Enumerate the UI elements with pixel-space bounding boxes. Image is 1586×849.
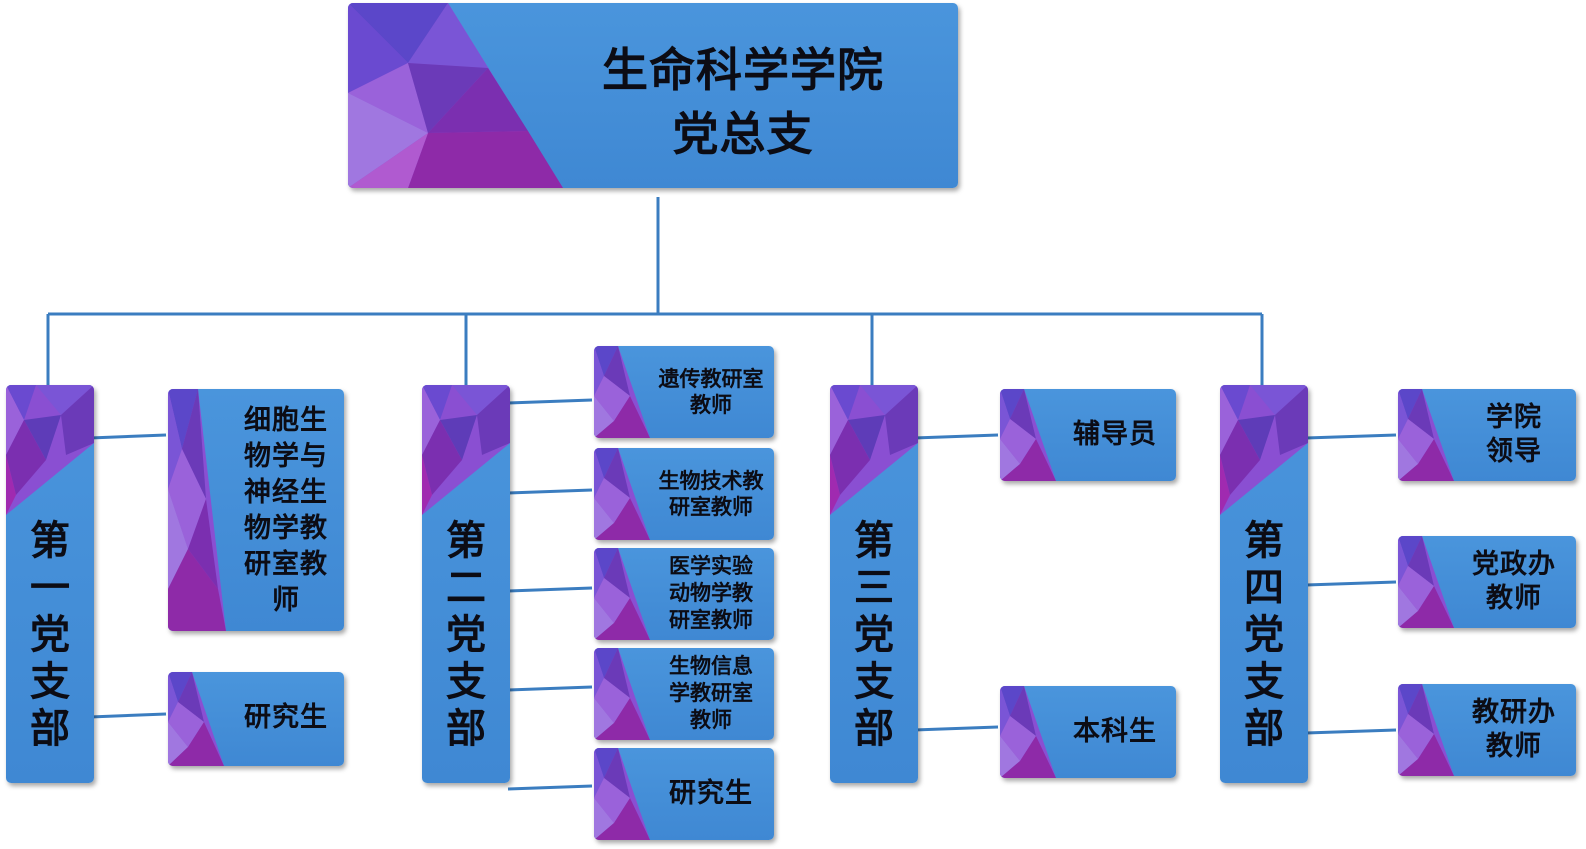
child-1-2[interactable]: 研究生 xyxy=(168,672,344,766)
child-4-2[interactable]: 党政办 教师 xyxy=(1398,536,1576,628)
polygon-decoration xyxy=(1398,389,1454,481)
polygon-decoration xyxy=(348,3,563,188)
child-1-2-label: 研究生 xyxy=(244,702,328,733)
branch-2-label: 第 二 党 支 部 xyxy=(446,518,486,752)
child-3-2[interactable]: 本科生 xyxy=(1000,686,1176,778)
polygon-decoration xyxy=(594,448,650,540)
polygon-decoration xyxy=(1000,686,1056,778)
polygon-decoration xyxy=(422,385,510,515)
child-1-1-label: 细胞生 物学与 神经生 物学教 研室教 师 xyxy=(244,405,328,616)
child-4-2-label: 党政办 教师 xyxy=(1472,549,1556,614)
polygon-decoration xyxy=(830,385,918,515)
polygon-decoration xyxy=(168,672,224,766)
branch-4-node[interactable]: 第 四 党 支 部 xyxy=(1220,385,1308,783)
child-2-5-label: 研究生 xyxy=(669,778,753,809)
branch-1-node[interactable]: 第 一 党 支 部 xyxy=(6,385,94,783)
branch-3-label: 第 三 党 支 部 xyxy=(854,518,894,752)
child-3-1-label: 辅导员 xyxy=(1073,419,1157,450)
child-2-1-label: 遗传教研室 教师 xyxy=(658,367,764,417)
child-3-1[interactable]: 辅导员 xyxy=(1000,389,1176,481)
child-2-4[interactable]: 生物信息 学教研室 教师 xyxy=(594,648,774,740)
child-1-1[interactable]: 细胞生 物学与 神经生 物学教 研室教 师 xyxy=(168,389,344,631)
polygon-decoration xyxy=(1398,684,1454,776)
child-2-3[interactable]: 医学实验 动物学教 研室教师 xyxy=(594,548,774,640)
polygon-decoration xyxy=(594,748,650,840)
polygon-decoration xyxy=(168,389,226,631)
branch-1-label: 第 一 党 支 部 xyxy=(30,518,70,752)
polygon-decoration xyxy=(594,548,650,640)
child-2-2-label: 生物技术教 研室教师 xyxy=(658,469,764,519)
polygon-decoration xyxy=(1220,385,1308,515)
child-3-2-label: 本科生 xyxy=(1073,716,1157,747)
child-2-4-label: 生物信息 学教研室 教师 xyxy=(669,654,753,732)
polygon-decoration xyxy=(6,385,94,515)
branch-3-node[interactable]: 第 三 党 支 部 xyxy=(830,385,918,783)
polygon-decoration xyxy=(594,346,650,438)
child-2-1[interactable]: 遗传教研室 教师 xyxy=(594,346,774,438)
polygon-decoration xyxy=(1398,536,1454,628)
branch-2-node[interactable]: 第 二 党 支 部 xyxy=(422,385,510,783)
child-4-3[interactable]: 教研办 教师 xyxy=(1398,684,1576,776)
polygon-decoration xyxy=(594,648,650,740)
child-4-1-label: 学院 领导 xyxy=(1486,402,1542,467)
child-2-2[interactable]: 生物技术教 研室教师 xyxy=(594,448,774,540)
child-2-3-label: 医学实验 动物学教 研室教师 xyxy=(669,554,753,632)
child-4-1[interactable]: 学院 领导 xyxy=(1398,389,1576,481)
polygon-decoration xyxy=(1000,389,1056,481)
child-2-5[interactable]: 研究生 xyxy=(594,748,774,840)
root-title: 生命科学学院 党总支 xyxy=(602,43,884,161)
branch-4-label: 第 四 党 支 部 xyxy=(1244,518,1284,752)
child-4-3-label: 教研办 教师 xyxy=(1472,697,1556,762)
root-node[interactable]: 生命科学学院 党总支 xyxy=(348,3,958,188)
